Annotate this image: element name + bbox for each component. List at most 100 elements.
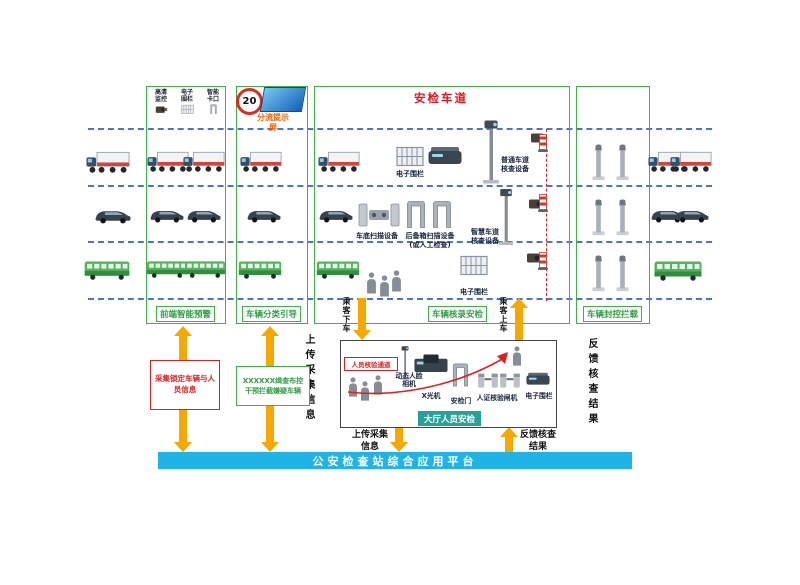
truck-icon	[240, 150, 282, 173]
device-smart-checkpoint: 智能卡口	[202, 89, 224, 114]
car-icon	[674, 207, 710, 223]
lane-divider	[88, 128, 712, 130]
collect-lock-note: 采集锁定车辆与人员信息	[150, 360, 220, 410]
person-icon	[373, 375, 383, 395]
checkpoint-icon	[207, 104, 220, 114]
person-icon	[379, 275, 390, 297]
car-icon	[318, 207, 354, 223]
bus-icon	[146, 261, 188, 278]
passenger-off-text: 乘客下车	[342, 297, 351, 333]
bollard-icon	[616, 197, 629, 236]
face-camera-label: 动态人脸相机	[395, 372, 423, 389]
truck-icon	[670, 150, 712, 173]
bus-icon	[184, 261, 226, 278]
car-icon	[186, 207, 222, 223]
barrier-icon	[538, 252, 548, 270]
id-gate-label: 人证核验闸机	[476, 394, 518, 402]
scanner-icon	[428, 146, 462, 166]
lane-divider	[88, 185, 712, 187]
fence-icon	[181, 104, 194, 114]
security-gate-icon	[452, 362, 469, 387]
car-icon	[149, 207, 185, 223]
bollard-icon	[616, 253, 629, 292]
truck-icon	[183, 150, 225, 173]
zone-label-vehicle-check: 车辆核录安检	[428, 306, 488, 322]
turnstile-icon	[476, 370, 500, 388]
passenger-on-arrow	[510, 298, 528, 340]
lane-divider	[88, 298, 712, 300]
bollard-icon	[616, 142, 629, 181]
device-hd-camera: 高清监控	[150, 89, 172, 114]
car-icon	[94, 207, 132, 224]
zone-front-warning	[146, 86, 226, 324]
barrier-icon	[538, 194, 548, 212]
camera-pole-icon	[482, 120, 500, 184]
zone-label-front-warning: 前端智能预警	[156, 306, 216, 322]
trunk-scan-label: 后备箱扫描设备(或人工检查)	[405, 232, 455, 249]
car-icon	[246, 207, 282, 223]
device-label: 高清监控	[154, 89, 167, 103]
feedback-bottom-text: 反馈核查结果	[519, 430, 556, 452]
hall-fence-label: 电子围栏	[525, 392, 553, 400]
stop-line	[546, 129, 547, 301]
hall-security-label: 大厅人员安检	[418, 411, 482, 426]
bus-icon	[238, 261, 282, 279]
under-scan-label: 车底扫描设备	[356, 232, 398, 240]
e-fence-device-icon	[526, 372, 550, 386]
xray-label: X光机	[421, 392, 441, 400]
bollard-icon	[592, 142, 605, 181]
person-verify-channel-label: 人员核验通道	[344, 357, 398, 371]
bollard-icon	[592, 253, 605, 292]
security-lane-title: 安检车道	[414, 91, 468, 105]
zone-label-classify-guide: 车辆分类引导	[242, 306, 302, 322]
smart-lane-check-label: 智慧车道核查设备	[471, 228, 499, 245]
zone-block-intercept	[576, 86, 650, 324]
e-fence-icon	[460, 254, 488, 276]
note-line: 干预拦截嫌疑车辆	[245, 387, 301, 395]
passenger-on-text: 乘客上车	[499, 297, 508, 333]
under-vehicle-scanner-icon	[358, 202, 400, 228]
diversion-screen	[259, 87, 307, 112]
platform-bar: 公安检查站综合应用平台	[158, 452, 632, 469]
lane-divider	[88, 241, 712, 243]
person-icon	[366, 272, 377, 294]
feedback-side-text: 反馈核查结果	[586, 338, 597, 428]
passenger-off-arrow	[353, 298, 371, 340]
zone-label-block-intercept: 车辆封控拦载	[583, 306, 643, 322]
truck-icon	[86, 150, 130, 174]
device-e-fence: 电子围栏	[176, 89, 198, 114]
person-icon	[512, 346, 522, 366]
bus-icon	[84, 261, 130, 280]
xray-machine-icon	[414, 354, 448, 373]
upload-arrow	[390, 427, 408, 452]
front-devices-panel: 高清监控 电子围栏 智能卡口	[150, 89, 224, 114]
zone-security-lane	[314, 86, 570, 324]
camera-pole-icon	[498, 188, 514, 246]
barrier-icon	[538, 134, 548, 152]
turnstile-icon	[498, 370, 522, 388]
person-icon	[360, 381, 370, 401]
trunk-scan-gate-icon	[432, 200, 452, 228]
security-gate-label: 安检门	[450, 397, 472, 405]
intercept-control-note: XXXXXX缉查布控 干预拦截嫌疑车辆	[236, 366, 310, 406]
zone-classify-guide	[236, 86, 308, 324]
normal-lane-check-label: 普通车道核查设备	[501, 156, 529, 173]
upload-bottom-text: 上传采集信息	[351, 430, 388, 452]
device-label: 电子围栏	[180, 89, 193, 103]
e-fence-icon	[396, 145, 424, 167]
speed-limit-sign: 20	[236, 88, 263, 115]
person-icon	[391, 270, 402, 292]
bollard-icon	[592, 197, 605, 236]
e-fence-bottom-label: 电子围栏	[460, 288, 488, 296]
e-fence-top-label: 电子围栏	[396, 170, 424, 178]
diversion-screen-label: 分流提示屏	[257, 113, 289, 132]
bus-icon	[316, 261, 360, 279]
trunk-scan-gate-icon	[406, 200, 426, 228]
device-label: 智能卡口	[206, 89, 219, 103]
camera-icon	[155, 104, 168, 114]
feedback-arrow	[500, 427, 518, 452]
bus-icon	[654, 261, 702, 281]
truck-icon	[318, 150, 360, 173]
note-line: XXXXXX缉查布控	[242, 376, 304, 385]
